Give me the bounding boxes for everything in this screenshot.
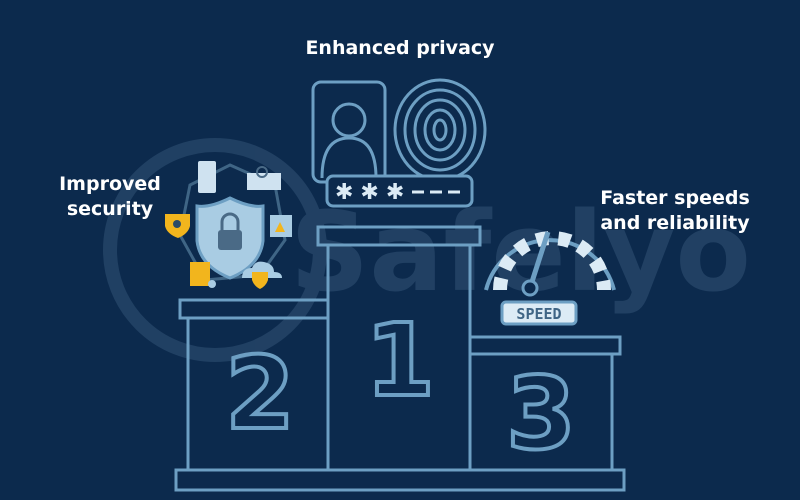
envelope-search-icon [247,173,281,190]
password-mask: ✱ ✱ ✱ [335,180,404,205]
speedometer-icon: SPEED [484,231,616,326]
podium-number-3: 3 [506,355,576,472]
fingerprint-icon [393,78,487,182]
speed-label: SPEED [516,305,561,323]
watermark-logo: Safelyo [103,138,751,362]
podium-third [468,352,614,472]
podium-number-2: 2 [225,335,295,452]
database-lock-icon [190,262,210,286]
label-faster-speeds: Faster speeds and reliability [580,186,770,236]
shield-lock-icon [195,196,265,280]
user-card-icon [311,80,387,184]
password-field-icon: ✱ ✱ ✱ [325,174,474,208]
label-improved-security: Improved security [40,172,180,222]
label-enhanced-privacy: Enhanced privacy [305,37,495,59]
podium-third-top [468,335,622,356]
label-line: Improved [59,173,161,195]
speed-label-box [500,300,578,326]
label-line: and reliability [600,212,750,234]
label-line: security [66,198,154,220]
label-line: Faster speeds [600,187,750,209]
podium-base [174,468,626,492]
podium-number-1: 1 [365,302,435,419]
phone-globe-icon [198,161,216,193]
